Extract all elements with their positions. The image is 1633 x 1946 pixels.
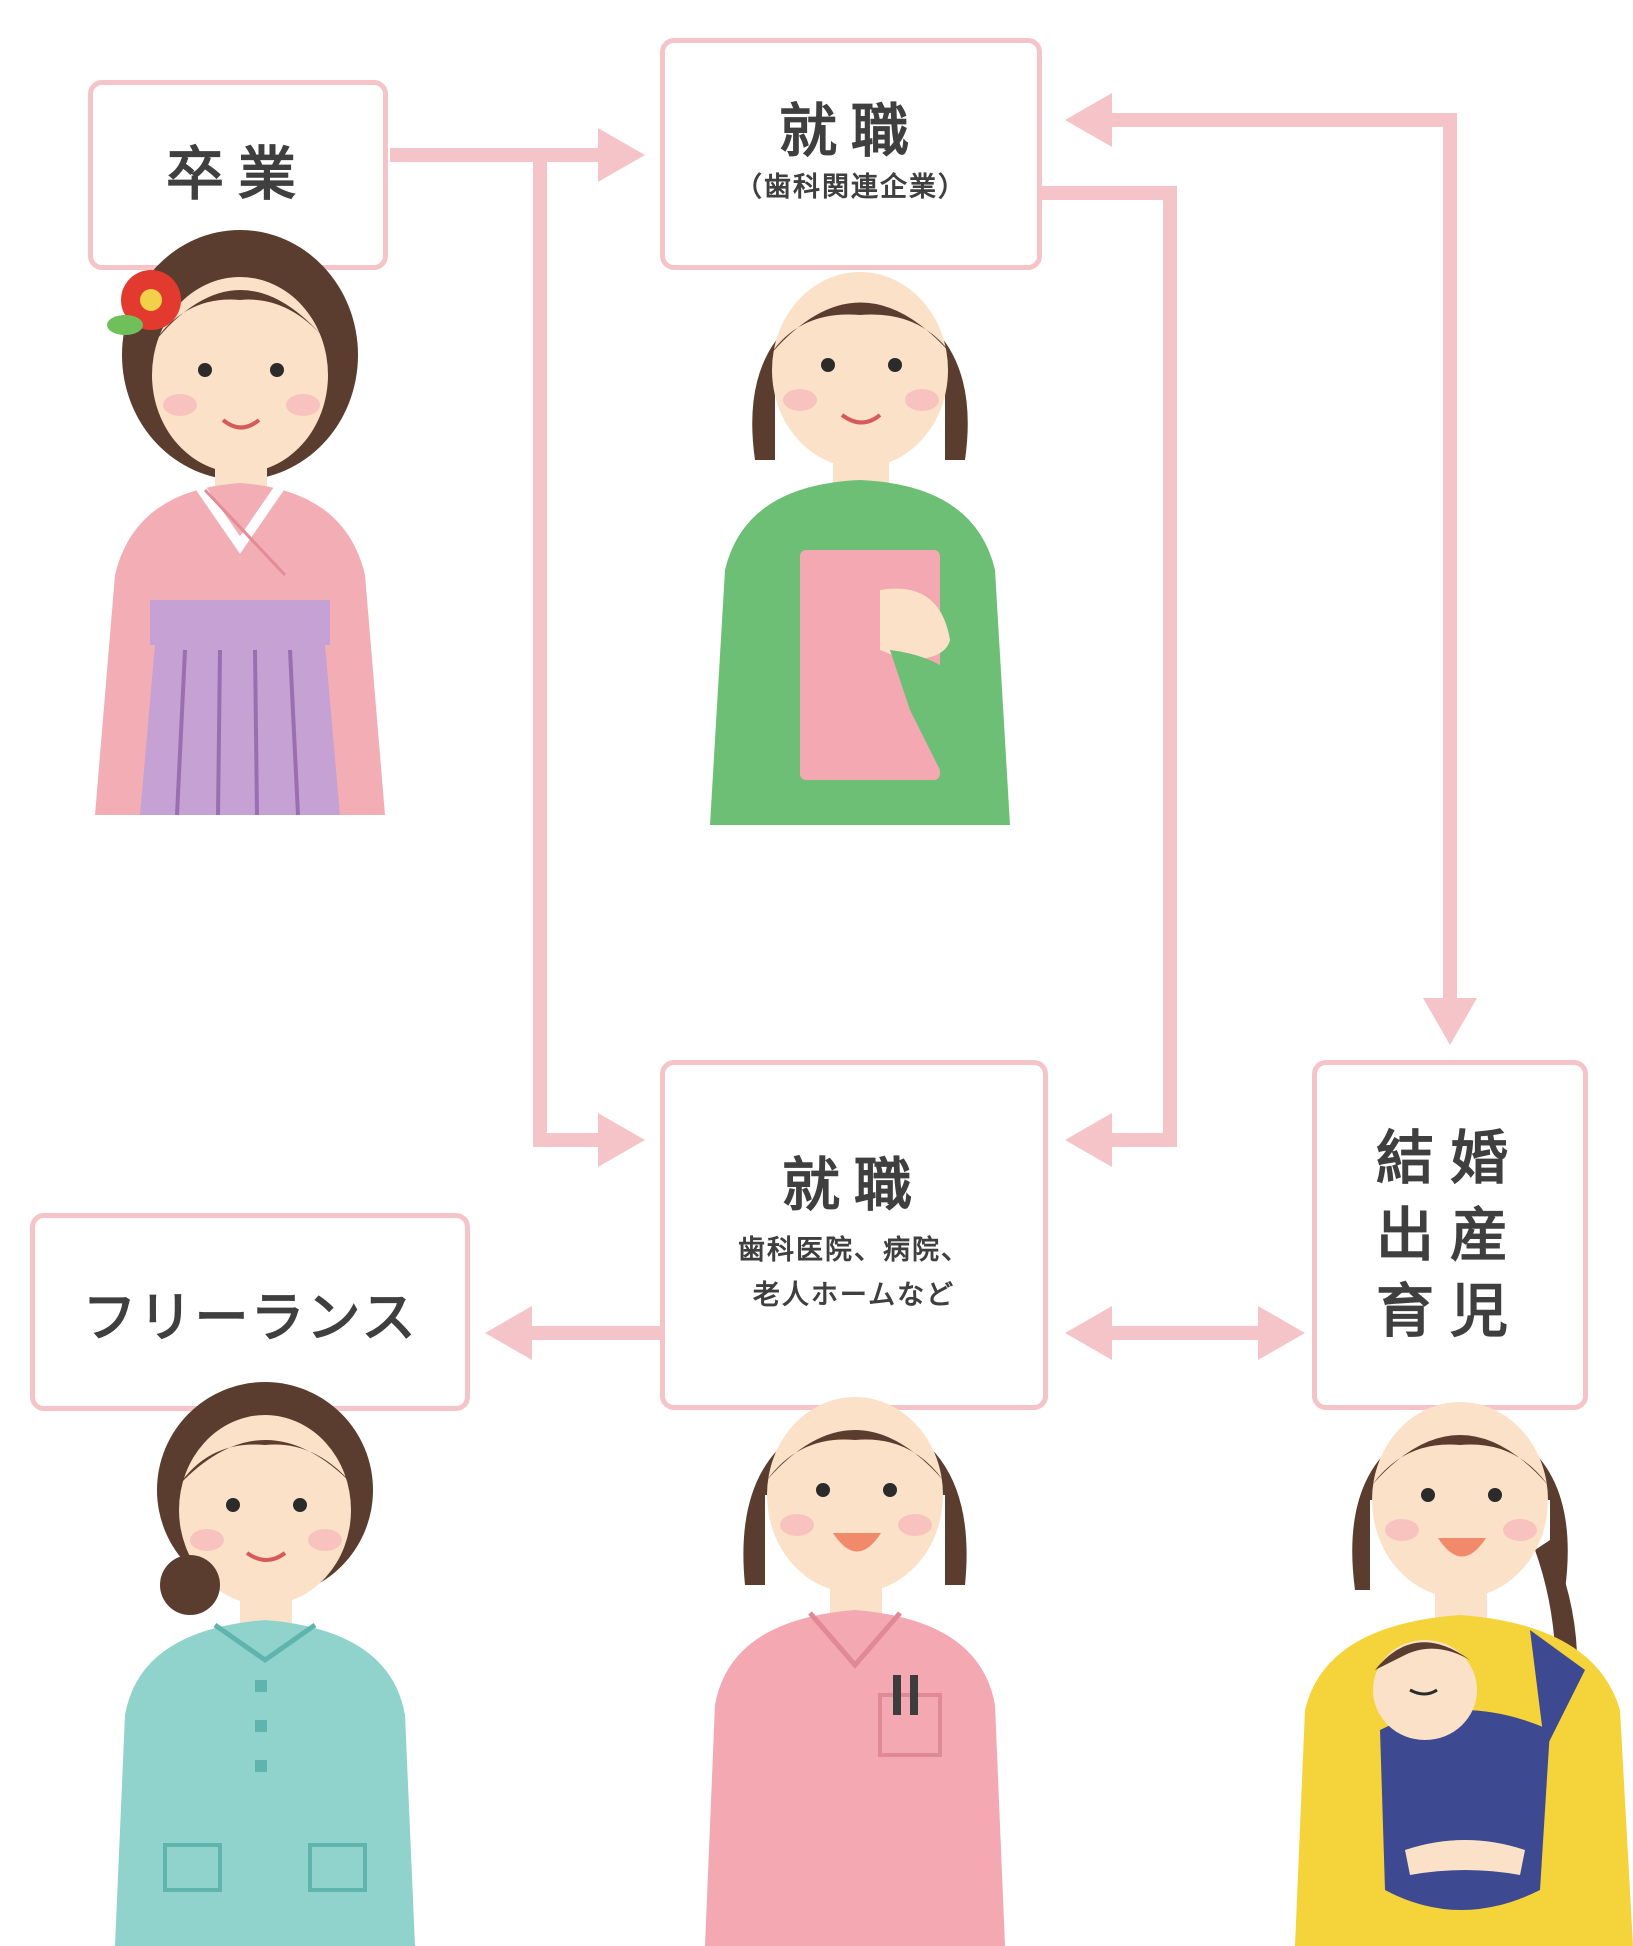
office-woman-holding-folder-icon xyxy=(710,272,1010,825)
arrowhead-clinic-in-right xyxy=(1065,1113,1112,1167)
arrowhead-life-from-clinic xyxy=(1258,1306,1305,1360)
arrowhead-freelance-in xyxy=(485,1306,532,1360)
job-company-subtitle: （歯科関連企業） xyxy=(735,171,967,203)
job-clinic-subtitle-line1: 歯科医院、病院、 xyxy=(738,1235,970,1267)
node-graduation: 卒業 xyxy=(88,80,388,270)
freelance-title: フリーランス xyxy=(82,1285,418,1349)
job-clinic-subtitle-line2: 老人ホームなど xyxy=(752,1279,956,1311)
arrow-graduation-to-clinic xyxy=(533,155,600,1147)
arrowhead-company-in xyxy=(598,128,645,182)
arrow-life-company-link xyxy=(1110,113,1457,1000)
arrow-company-to-clinic xyxy=(1040,186,1177,1147)
arrowhead-life-in xyxy=(1423,998,1477,1045)
hygienist-pink-scrubs-icon xyxy=(705,1397,1005,1946)
life-events-childcare: 育児 xyxy=(1375,1277,1524,1346)
job-clinic-title: 就職 xyxy=(781,1150,926,1219)
mother-with-baby-icon xyxy=(1295,1402,1633,1946)
graduate-kimono-woman-icon xyxy=(95,230,385,816)
arrowhead-clinic-in xyxy=(598,1113,645,1167)
freelance-woman-teal-scrubs-icon xyxy=(115,1382,415,1946)
graduation-title: 卒業 xyxy=(165,140,310,209)
node-job-company: 就職 （歯科関連企業） xyxy=(660,38,1042,270)
life-events-marriage: 結婚 xyxy=(1375,1124,1524,1193)
life-events-childbirth: 出産 xyxy=(1375,1200,1524,1269)
arrowhead-clinic-from-life xyxy=(1065,1306,1112,1360)
node-job-clinic: 就職 歯科医院、病院、 老人ホームなど xyxy=(660,1060,1048,1410)
node-freelance: フリーランス xyxy=(30,1213,470,1411)
arrowhead-company-in-right xyxy=(1065,93,1112,147)
node-life-events: 結婚 出産 育児 xyxy=(1312,1060,1588,1410)
job-company-title: 就職 xyxy=(778,96,923,165)
